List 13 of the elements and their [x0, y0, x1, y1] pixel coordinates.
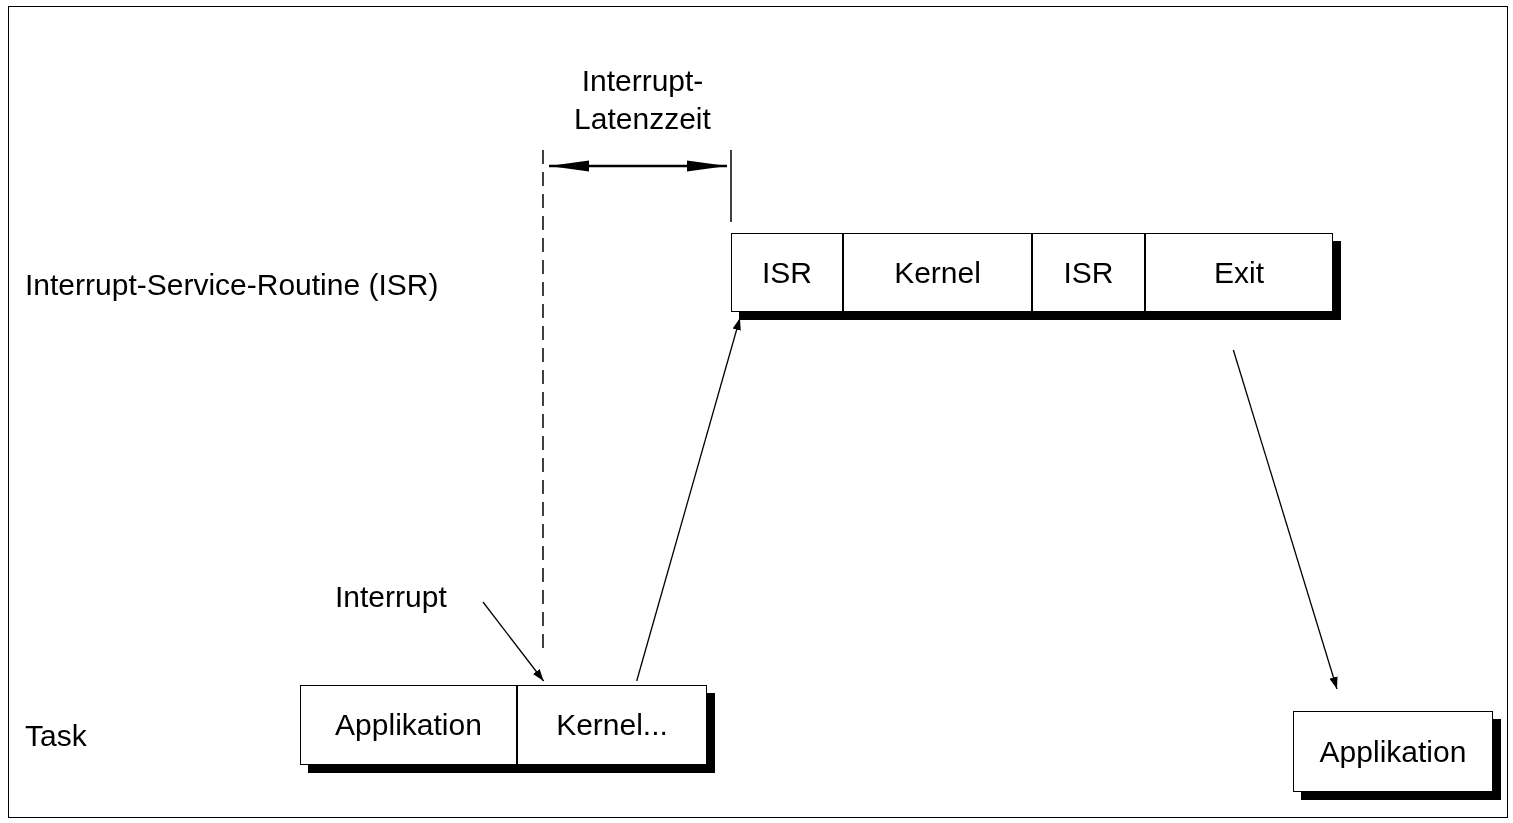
segment-box: Kernel	[843, 233, 1032, 312]
event-label: Interrupt	[335, 578, 447, 616]
row-label: Interrupt-Service-Routine (ISR)	[25, 267, 439, 303]
segment-box: ISR	[731, 233, 843, 312]
segment-box: Exit	[1145, 233, 1333, 312]
segment-box: Kernel...	[517, 685, 707, 765]
segment-box: Applikation	[1293, 711, 1493, 792]
segment-box: Applikation	[300, 685, 517, 765]
arrow	[1232, 349, 1338, 690]
arrow	[482, 601, 545, 682]
segment-box: ISR	[1032, 233, 1145, 312]
row-label: Task	[25, 718, 87, 754]
latency-label: Interrupt- Latenzzeit	[573, 63, 712, 137]
